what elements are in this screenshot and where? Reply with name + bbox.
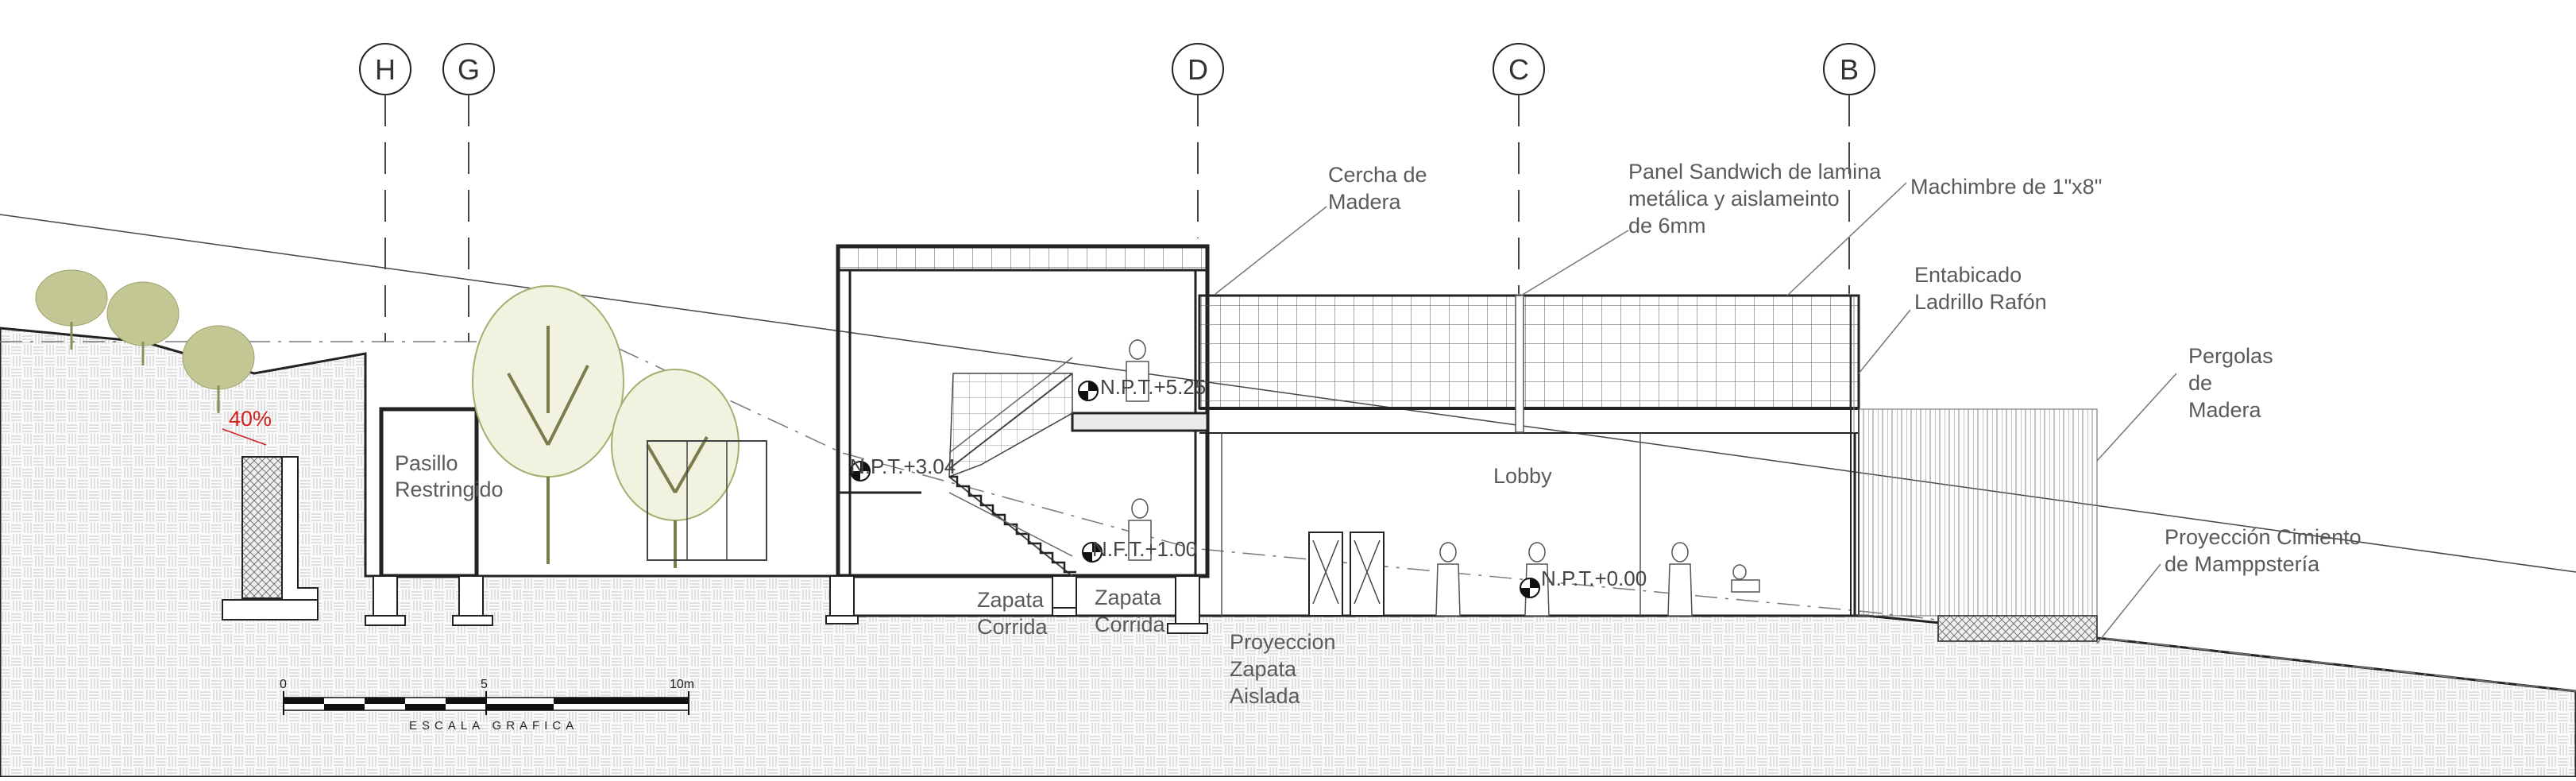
entabicado-label-2: Ladrillo Rafón xyxy=(1914,290,2047,314)
ground-section xyxy=(0,327,2576,779)
tree-1 xyxy=(35,269,108,350)
lobby-pavilion xyxy=(1198,294,1860,617)
cercha-label-2: Madera xyxy=(1328,190,1402,214)
level-525-label: N.P.T.+5.25 xyxy=(1100,375,1206,399)
tree-3 xyxy=(182,325,255,413)
level-304-label: N.P.T.+3.04 xyxy=(850,454,956,478)
zapata-corrida-1-label-1: Zapata xyxy=(977,588,1045,612)
entabicado-label-1: Entabicado xyxy=(1914,263,2022,287)
pergola xyxy=(1858,408,2098,617)
level-marker-525: N.P.T.+5.25 xyxy=(1078,375,1206,401)
pergolas-label-3: Madera xyxy=(2188,398,2262,422)
panel-label-2: metálica y aislameinto xyxy=(1628,187,1840,211)
scale-title: ESCALA GRAFICA xyxy=(409,719,578,733)
person-figures xyxy=(1126,339,1760,617)
retaining-wall-footing xyxy=(222,599,319,621)
zapata-corrida-2-label-2: Corrida xyxy=(1095,613,1166,636)
stair xyxy=(948,357,1076,577)
pergolas-label-1: Pergolas xyxy=(2188,344,2273,368)
scale-label-5: 5 xyxy=(481,678,488,691)
proyeccion-cimiento-label-2: de Mamppstería xyxy=(2165,552,2320,576)
glass-screen xyxy=(647,440,767,561)
pergola-foundation xyxy=(1937,615,2098,642)
proyeccion-zapata-label-2: Zapata xyxy=(1230,657,1297,681)
retaining-wall-body xyxy=(281,456,319,601)
pergolas-label-2: de xyxy=(2188,371,2212,395)
level-000-label: N.P.T.+0.00 xyxy=(1541,566,1647,590)
grid-axis-B-label: B xyxy=(1840,53,1859,86)
zapata-corrida-1-label-2: Corrida xyxy=(977,615,1049,639)
grid-axis-D-label: D xyxy=(1188,53,1208,86)
grid-axis-D: D xyxy=(1172,43,1224,238)
panel-label-1: Panel Sandwich de lamina xyxy=(1628,160,1882,184)
level-marker-100: N.F.T.+1.00 xyxy=(1082,537,1197,563)
lobby-doors xyxy=(1308,532,1385,617)
grid-axis-C: C xyxy=(1493,43,1545,294)
pasillo-label-line-1: Pasillo xyxy=(395,451,458,475)
tree-large-2 xyxy=(611,369,740,568)
grid-axis-H: H xyxy=(359,43,411,342)
two-storey-block xyxy=(825,244,1210,634)
slope-percent-label: 40% xyxy=(229,407,272,431)
leader-lines xyxy=(1215,182,2177,644)
grid-axis-G-label: G xyxy=(458,53,480,86)
pasillo-label-line-2: Restringido xyxy=(395,477,504,501)
grid-axis-G: G xyxy=(442,43,495,342)
proyeccion-zapata-label-3: Aislada xyxy=(1230,684,1301,708)
cercha-label-1: Cercha de xyxy=(1328,163,1427,187)
grid-axis-C-label: C xyxy=(1508,53,1529,86)
scale-label-0: 0 xyxy=(280,678,287,691)
level-100-label: N.F.T.+1.00 xyxy=(1092,537,1197,561)
level-marker-304: N.P.T.+3.04 xyxy=(850,454,956,481)
grid-axis-B: B xyxy=(1823,43,1875,294)
retaining-wall xyxy=(241,456,283,599)
graphic-scale: 0 5 10m ESCALA GRAFICA xyxy=(280,678,694,733)
pasillo-restringido-frame xyxy=(365,407,493,626)
lobby-label: Lobby xyxy=(1493,464,1552,488)
tree-large-1 xyxy=(472,285,624,564)
zapata-corrida-2-label-1: Zapata xyxy=(1095,586,1162,609)
tree-2 xyxy=(106,281,180,365)
panel-label-3: de 6mm xyxy=(1628,214,1706,238)
grid-axis-H-label: H xyxy=(375,53,396,86)
machimbre-label: Machimbre de 1"x8" xyxy=(1910,175,2102,199)
scale-label-10m: 10m xyxy=(670,678,694,691)
proyeccion-cimiento-label-1: Proyección Cimiento xyxy=(2165,525,2362,549)
level-marker-000: N.P.T.+0.00 xyxy=(1520,566,1647,598)
proyeccion-zapata-label-1: Proyeccion xyxy=(1230,630,1336,654)
